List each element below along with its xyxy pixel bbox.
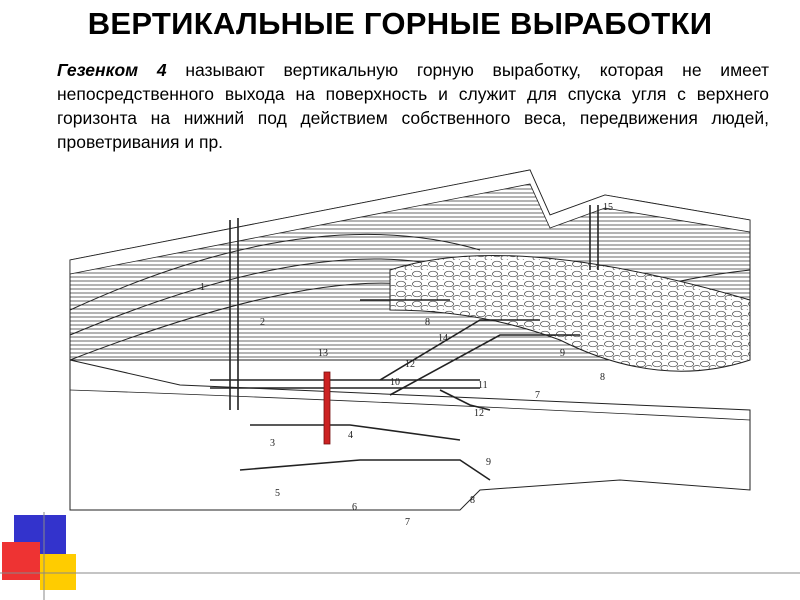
- deco-red-square: [2, 542, 40, 580]
- diagram-labels: 1 2 3 4 5 6 7 7 8 8 8 9 9 10 11 12 12 13…: [200, 202, 613, 528]
- label-10: 10: [390, 377, 400, 388]
- slide-title: ВЕРТИКАЛЬНЫЕ ГОРНЫЕ ВЫРАБОТКИ: [87, 6, 713, 41]
- label-6: 6: [352, 502, 357, 513]
- label-12a: 12: [405, 359, 415, 370]
- label-5: 5: [275, 488, 280, 499]
- label-14: 14: [438, 333, 448, 344]
- label-11: 11: [478, 380, 488, 391]
- label-15: 15: [603, 202, 613, 213]
- label-1: 1: [200, 282, 205, 293]
- label-3: 3: [270, 438, 275, 449]
- gezenk-highlight: [323, 371, 331, 445]
- mine-drifts: [210, 205, 599, 481]
- definition-text: называют вертикальную горную выработку, …: [57, 60, 770, 152]
- label-9b: 9: [486, 457, 491, 468]
- lower-horizon: [69, 359, 751, 511]
- label-8a: 8: [425, 317, 430, 328]
- term-text: Гезенком 4: [57, 60, 167, 80]
- label-12b: 12: [474, 408, 484, 419]
- label-2: 2: [260, 317, 265, 328]
- mine-workings-diagram: 1 2 3 4 5 6 7 7 8 8 8 9 9 10 11 12 12 13…: [69, 169, 751, 528]
- label-8b: 8: [600, 372, 605, 383]
- label-7a: 7: [405, 517, 410, 528]
- corner-decoration: [0, 512, 800, 600]
- label-9a: 9: [560, 348, 565, 359]
- slide-body-text: Гезенком 4 называют вертикальную горную …: [57, 58, 769, 154]
- label-13: 13: [318, 348, 328, 359]
- label-8c: 8: [470, 495, 475, 506]
- deco-yellow-square: [40, 554, 76, 590]
- label-4: 4: [348, 430, 353, 441]
- label-7b: 7: [535, 390, 540, 401]
